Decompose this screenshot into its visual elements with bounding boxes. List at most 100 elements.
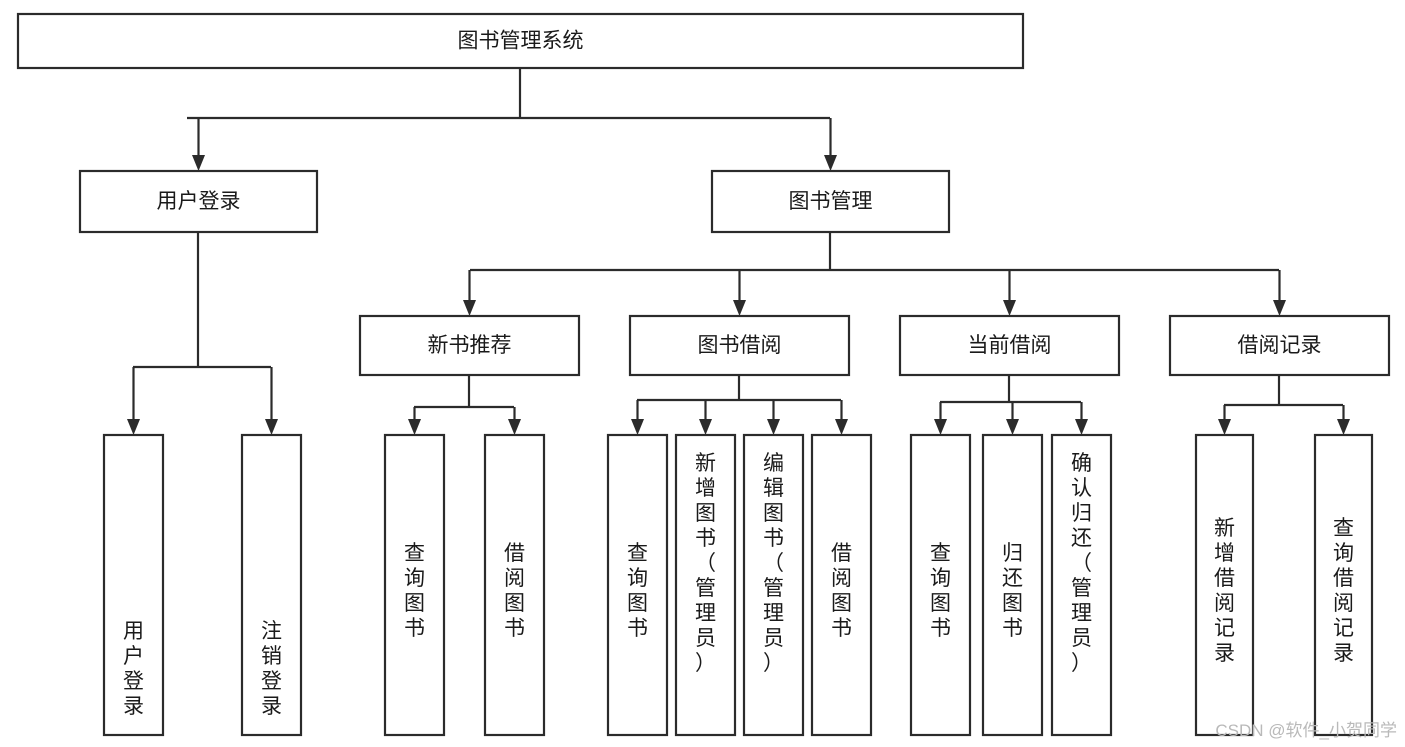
node-box[interactable] [742,433,805,737]
connector-arrow [1337,405,1350,435]
node-label: 归还图书 [1002,542,1023,640]
arrow-head-icon [127,419,140,435]
connector-arrow [824,118,837,171]
connector-arrow [1003,270,1016,316]
arrow-head-icon [767,419,780,435]
connector-arrow [463,270,476,316]
node-box[interactable] [78,169,319,234]
node-label: 图书管理系统 [458,30,584,53]
connector-arrow [835,400,848,435]
node-box[interactable] [383,433,446,737]
nodes-layer: 图书管理系统用户登录图书管理新书推荐图书借阅当前借阅借阅记录用户登录注销登录查询… [16,12,1391,737]
connector-arrow [1273,270,1286,316]
node-borrow-record[interactable]: 借阅记录 [1168,314,1391,377]
node-label: 确认归还（管理员） [1071,452,1092,675]
node-label: 用户登录 [123,620,144,718]
node-label: 图书借阅 [698,334,782,357]
connector-arrow [631,400,644,435]
arrow-head-icon [463,300,476,316]
connector-group [637,375,841,402]
node-leaf-query-book-2[interactable]: 查询图书 [606,433,669,737]
arrow-head-icon [1218,419,1231,435]
node-label: 用户登录 [157,190,241,213]
node-label: 注销登录 [261,620,282,718]
watermark-label: CSDN @软件_小贺同学 [1215,721,1397,740]
connector-arrow [127,367,140,435]
arrow-head-icon [1273,300,1286,316]
node-box[interactable] [1168,314,1391,377]
connector-arrow [508,407,521,435]
arrow-head-icon [1003,300,1016,316]
node-user-login[interactable]: 用户登录 [78,169,319,234]
connector-group [133,232,271,369]
node-label: 查询图书 [930,542,951,640]
node-leaf-add-book[interactable]: 新增图书（管理员） [674,433,737,737]
connector-arrow [1218,405,1231,435]
node-leaf-borrow-book-1[interactable]: 借阅图书 [483,433,546,737]
node-box[interactable] [1194,433,1255,737]
node-leaf-borrow-book-2[interactable]: 借阅图书 [810,433,873,737]
node-box[interactable] [240,433,303,737]
arrow-head-icon [934,419,947,435]
connector-arrow [934,402,947,435]
connector-arrow [265,367,278,435]
node-new-book-rec[interactable]: 新书推荐 [358,314,581,377]
arrow-head-icon [835,419,848,435]
node-box[interactable] [1313,433,1374,737]
arrow-head-icon [631,419,644,435]
node-current-borrow[interactable]: 当前借阅 [898,314,1121,377]
node-root[interactable]: 图书管理系统 [16,12,1025,70]
node-leaf-user-login[interactable]: 用户登录 [102,433,165,737]
arrow-head-icon [192,155,205,171]
node-leaf-confirm-return[interactable]: 确认归还（管理员） [1050,433,1113,737]
node-leaf-query-book-3[interactable]: 查询图书 [909,433,972,737]
connector-arrow [1006,402,1019,435]
node-label: 新书推荐 [428,334,512,357]
node-label: 当前借阅 [968,334,1052,357]
node-box[interactable] [810,433,873,737]
node-leaf-query-book-1[interactable]: 查询图书 [383,433,446,737]
connector-arrow [733,270,746,316]
connector-arrow [699,400,712,435]
node-box[interactable] [710,169,951,234]
connector-group [414,375,514,409]
node-box[interactable] [628,314,851,377]
arrow-head-icon [699,419,712,435]
arrow-head-icon [508,419,521,435]
connector-arrow [767,400,780,435]
node-box[interactable] [898,314,1121,377]
node-box[interactable] [16,12,1025,70]
arrow-head-icon [1337,419,1350,435]
node-box[interactable] [674,433,737,737]
node-book-borrow[interactable]: 图书借阅 [628,314,851,377]
connector-arrow [192,118,205,171]
node-leaf-return-book[interactable]: 归还图书 [981,433,1044,737]
node-box[interactable] [606,433,669,737]
node-label: 图书管理 [789,190,873,213]
node-label: 借阅记录 [1238,334,1322,357]
arrow-head-icon [265,419,278,435]
node-box[interactable] [981,433,1044,737]
node-label: 查询图书 [404,542,425,640]
connectors-layer [127,68,1350,435]
node-leaf-logout[interactable]: 注销登录 [240,433,303,737]
node-box[interactable] [909,433,972,737]
node-book-manage[interactable]: 图书管理 [710,169,951,234]
node-leaf-query-record[interactable]: 查询借阅记录 [1313,433,1374,737]
node-label: 编辑图书（管理员） [763,452,784,675]
node-leaf-edit-book[interactable]: 编辑图书（管理员） [742,433,805,737]
node-label: 查询图书 [627,542,648,640]
arrow-head-icon [733,300,746,316]
node-box[interactable] [358,314,581,377]
node-label: 查询借阅记录 [1333,517,1354,665]
node-box[interactable] [102,433,165,737]
arrow-head-icon [1075,419,1088,435]
node-box[interactable] [1050,433,1113,737]
connector-group [470,232,1279,272]
arrow-head-icon [408,419,421,435]
node-box[interactable] [483,433,546,737]
arrow-head-icon [1006,419,1019,435]
node-label: 新增借阅记录 [1214,517,1235,665]
node-leaf-add-record[interactable]: 新增借阅记录 [1194,433,1255,737]
